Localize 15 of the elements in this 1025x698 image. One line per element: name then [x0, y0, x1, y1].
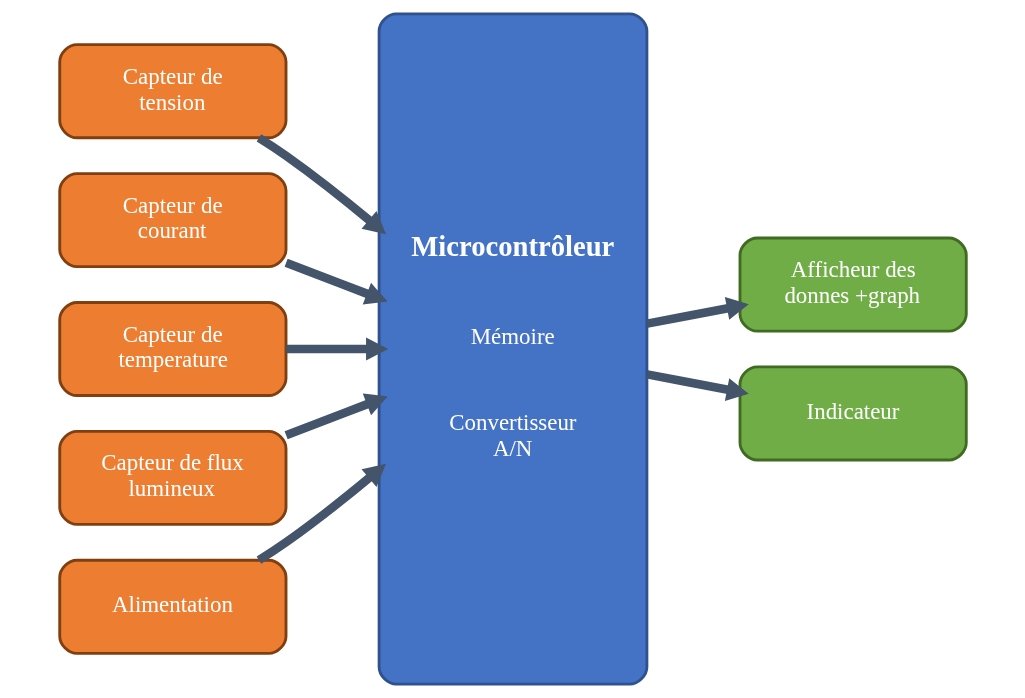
arrow [256, 463, 386, 564]
node-box: Capteur de flux lumineux [57, 429, 287, 526]
node-box: Microcontrôleur Mémoire Convertisseur A/N [377, 12, 648, 686]
arrow [256, 134, 386, 235]
arrow [284, 393, 388, 440]
node-box: Afficheur des donnes +graph [738, 236, 968, 333]
node-box: Indicateur [738, 365, 968, 462]
arrow [285, 337, 388, 361]
node-box: Capteur de courant [57, 172, 287, 269]
node-box: Capteur de tension [57, 43, 287, 140]
arrow [645, 296, 749, 328]
node-box: Alimentation [57, 558, 287, 655]
arrow [284, 258, 388, 305]
arrow [645, 370, 749, 402]
node-box: Capteur de temperature [57, 301, 287, 397]
